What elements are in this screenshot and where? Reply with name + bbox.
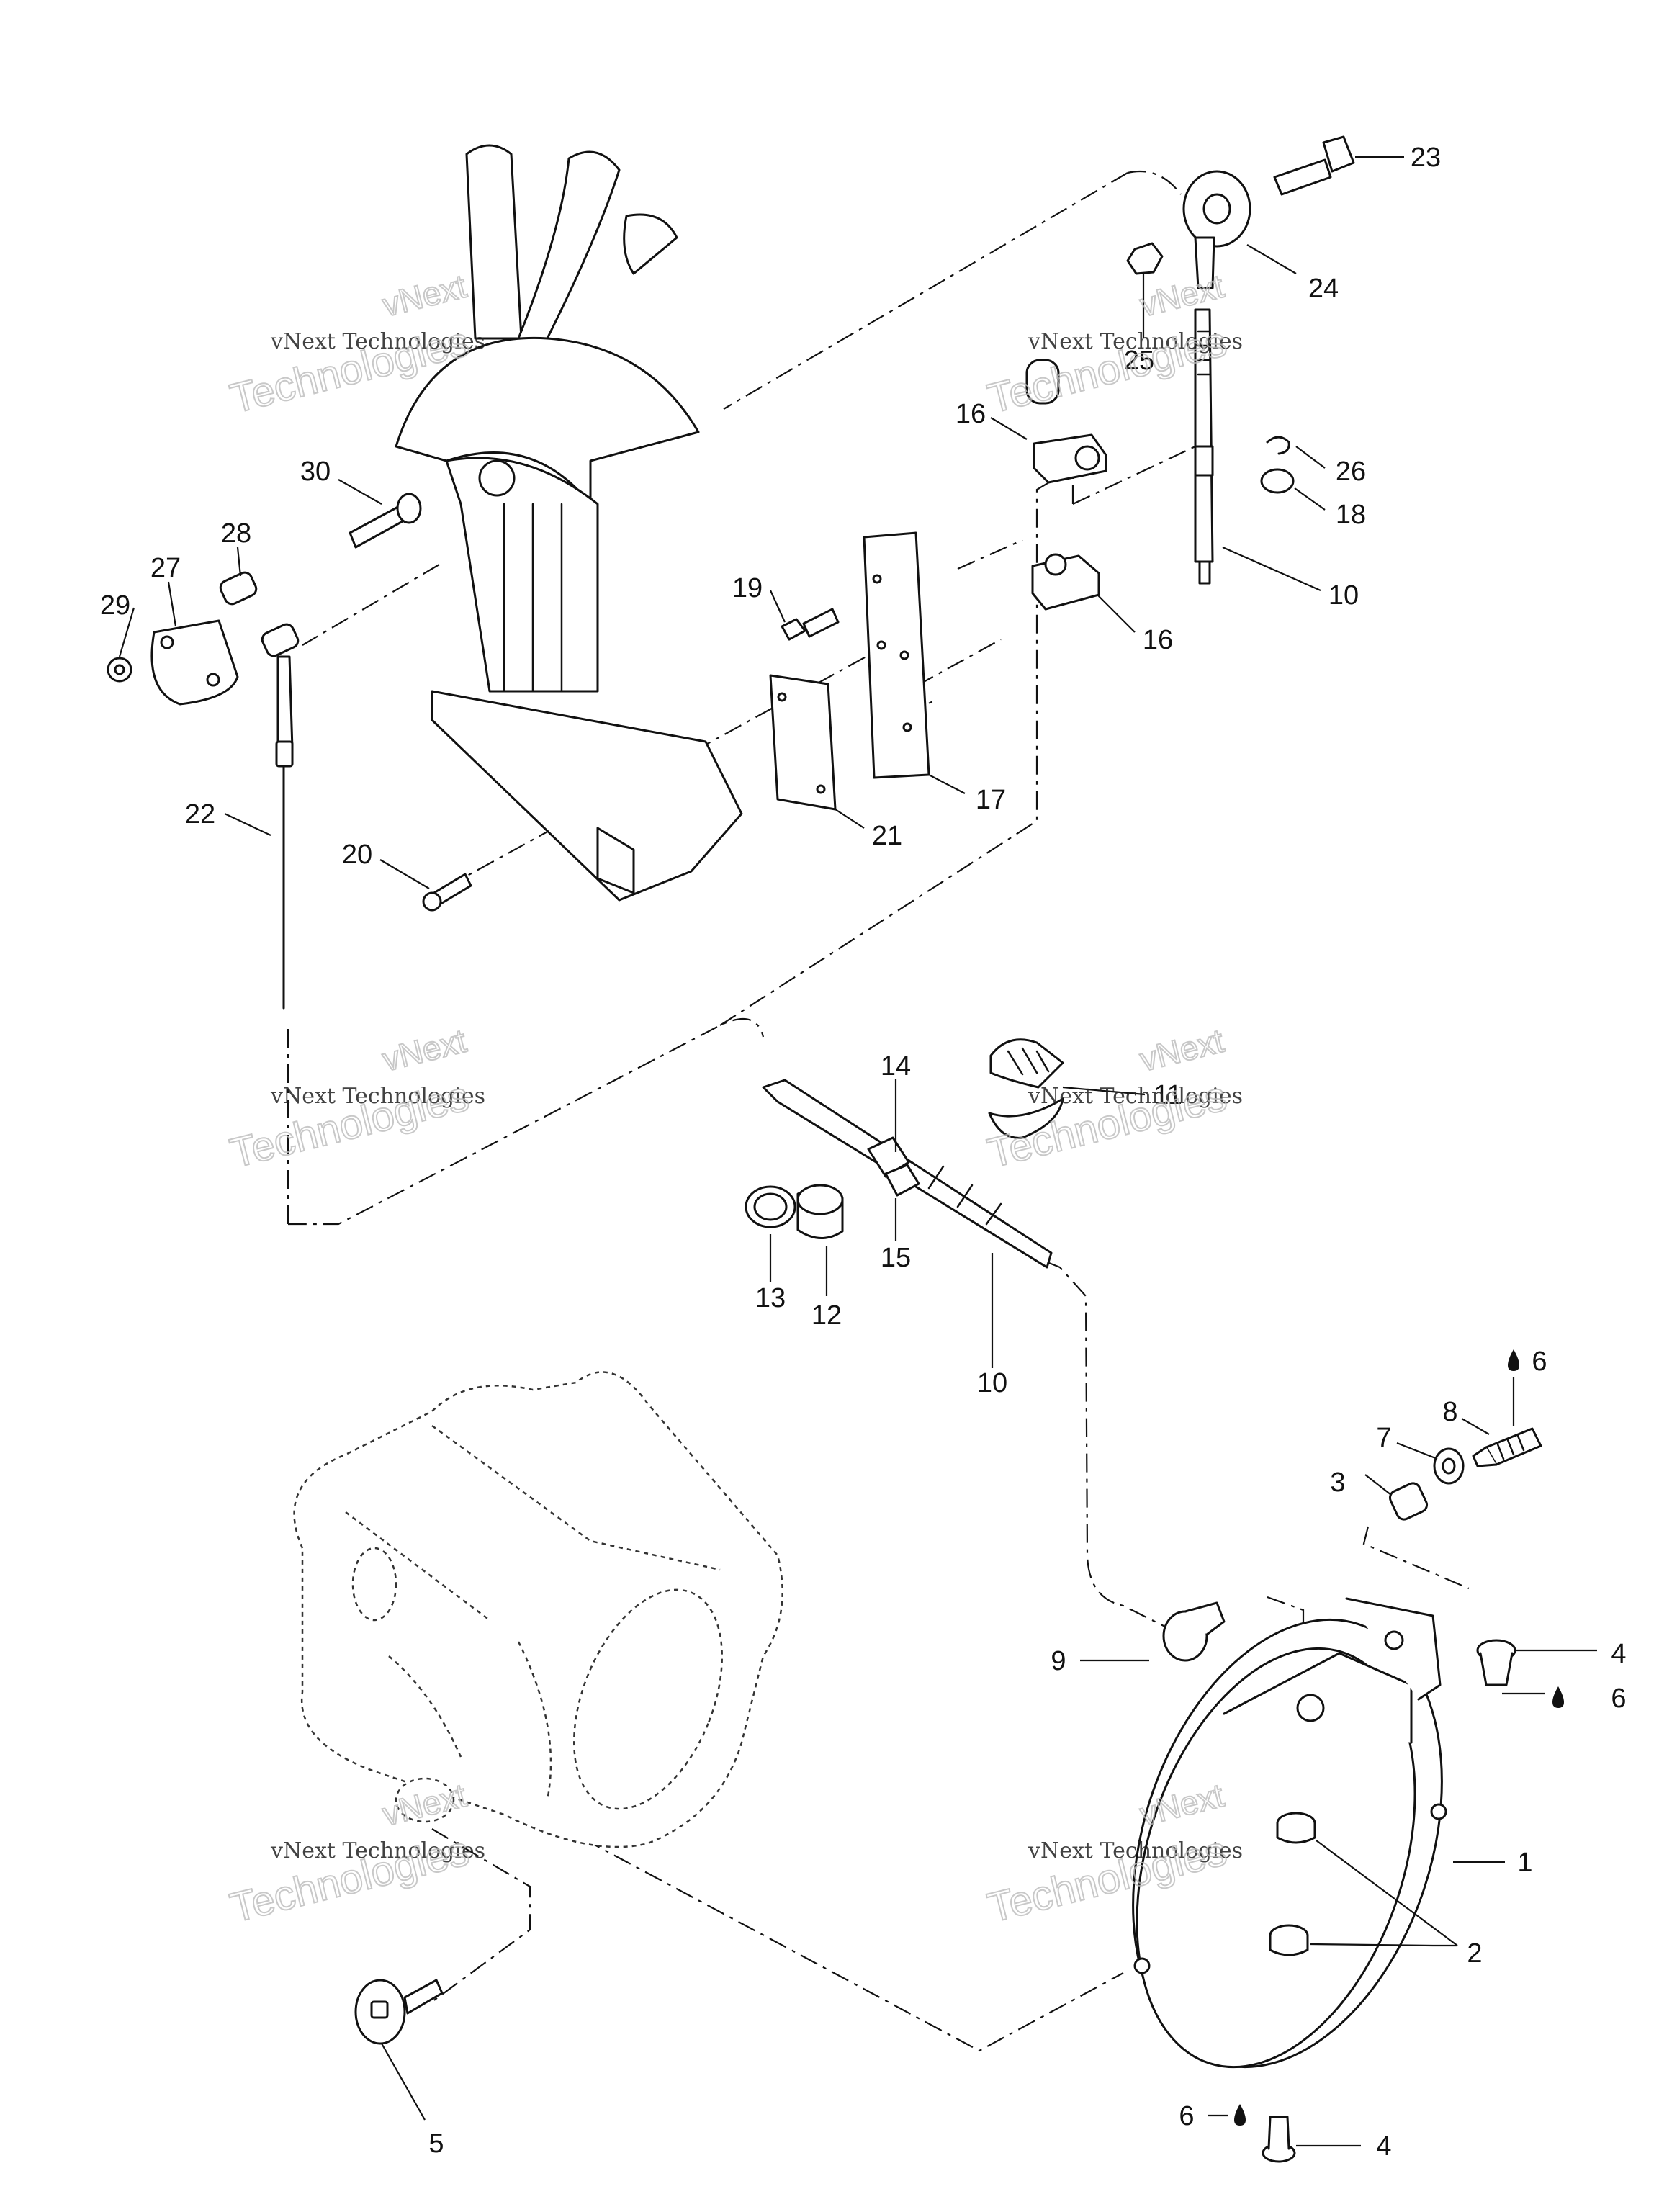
callout-20: 20: [342, 840, 372, 870]
callout-7: 7: [1376, 1423, 1391, 1453]
path-pin-ring: [1267, 1526, 1470, 1700]
path-ring-left: [489, 1788, 1124, 2052]
callout-4: 4: [1376, 2131, 1391, 2162]
path-lower-bolt: [431, 1828, 531, 2002]
part-27-flange-plate: [150, 619, 239, 706]
callout-6: 6: [1611, 1683, 1626, 1714]
callout-30: 30: [300, 457, 331, 487]
part-5-bolt: [354, 1979, 444, 2045]
callout-6: 6: [1179, 2101, 1194, 2131]
part-29-nut: [107, 657, 132, 683]
assembly-path-lines: [287, 170, 1470, 2052]
callout-18: 18: [1336, 500, 1366, 530]
callout-14: 14: [881, 1051, 911, 1082]
callout-12: 12: [811, 1300, 842, 1331]
watermark-text: vNext Technologies: [270, 1084, 485, 1109]
callout-2: 2: [1467, 1938, 1482, 1969]
part-9-pin: [1162, 1601, 1226, 1662]
callout-17: 17: [976, 785, 1006, 815]
callout-25: 25: [1124, 346, 1154, 376]
callout-labels: 1234456667891010111213141516161718192021…: [100, 143, 1627, 2162]
part-1-housing-ring: [1132, 1597, 1447, 2069]
callout-23: 23: [1411, 143, 1441, 173]
callout-29: 29: [100, 590, 130, 621]
callout-11: 11: [1154, 1080, 1182, 1110]
callout-16: 16: [956, 399, 986, 429]
grease-drop-icon: [1552, 1686, 1564, 1708]
part-8-screw: [1472, 1427, 1542, 1467]
part-24-rod-end: [1182, 170, 1251, 289]
part-30-bolt: [349, 493, 422, 549]
path-cable-route-main: [287, 170, 1182, 1226]
watermark-text: vNext Technologies: [270, 329, 485, 354]
watermark: vNext Technologies vNext Technologies: [225, 1021, 485, 1178]
callout-15: 15: [881, 1243, 911, 1273]
path-cable-to-shift: [1045, 1260, 1167, 1628]
watermark-text-vnext: vNext: [1136, 267, 1228, 324]
callout-19: 19: [732, 573, 763, 603]
watermark-text: vNext Technologies: [270, 1838, 485, 1863]
watermark-text: vNext Technologies: [1028, 1084, 1243, 1109]
leader-lines: [118, 156, 1597, 2147]
watermark-text-vnext: vNext: [379, 267, 470, 324]
part-11-clamps: [988, 1038, 1064, 1139]
part-16-swivel-upper: [1025, 359, 1107, 484]
watermark: vNext Technologies vNext Technologies: [225, 1776, 485, 1933]
part-12-sleeve: [796, 1184, 844, 1239]
path-bolt-to-bracket: [302, 539, 1023, 888]
callout-13: 13: [755, 1283, 786, 1313]
callout-24: 24: [1308, 274, 1339, 304]
part-20-screw: [422, 873, 472, 912]
callout-1: 1: [1517, 1848, 1532, 1878]
part-21-backing-plate: [769, 674, 837, 811]
watermark-text: vNext Technologies: [1028, 329, 1243, 354]
watermark-text-vnext: vNext: [379, 1022, 470, 1079]
callout-8: 8: [1442, 1397, 1457, 1427]
callout-21: 21: [872, 821, 902, 851]
callout-9: 9: [1051, 1646, 1066, 1676]
part-28-spacers: [219, 571, 300, 657]
part-14-nut: [867, 1136, 910, 1178]
part-23-bolt: [1273, 135, 1355, 196]
callout-4: 4: [1611, 1639, 1626, 1669]
part-13-seal: [745, 1185, 796, 1228]
callout-16: 16: [1143, 625, 1173, 655]
callout-10: 10: [977, 1368, 1007, 1398]
watermark-text: vNext Technologies: [1028, 1838, 1243, 1863]
part-2-inserts: [1269, 1812, 1316, 1956]
part-18-clip: [1260, 468, 1295, 494]
part-16-swivel-lower: [1031, 553, 1100, 611]
part-15-nut: [884, 1164, 920, 1197]
callout-10: 10: [1328, 580, 1359, 611]
callout-27: 27: [150, 553, 181, 583]
watermark-text-vnext: vNext: [379, 1776, 470, 1833]
part-19-screw: [781, 608, 840, 641]
part-4-screws: [1262, 1639, 1516, 2163]
callout-3: 3: [1330, 1467, 1345, 1498]
callout-22: 22: [185, 799, 215, 830]
callout-6: 6: [1532, 1346, 1547, 1377]
grease-drop-icon: [1234, 2104, 1246, 2126]
part-3-spacer: [1388, 1482, 1429, 1521]
part-22-cable: [275, 655, 294, 1010]
callout-26: 26: [1336, 457, 1366, 487]
watermark-text-vnext: vNext: [1136, 1022, 1228, 1079]
grease-drop-icon: [1508, 1349, 1519, 1371]
part-control-lever-assembly: [395, 144, 743, 902]
part-7-washer: [1433, 1447, 1465, 1485]
ghost-pump-housing: [293, 1371, 783, 1848]
callout-28: 28: [221, 518, 251, 549]
part-26-clip: [1266, 436, 1290, 455]
callout-5: 5: [428, 2128, 444, 2159]
part-17-plate: [863, 531, 930, 779]
part-25-nut: [1126, 242, 1164, 275]
